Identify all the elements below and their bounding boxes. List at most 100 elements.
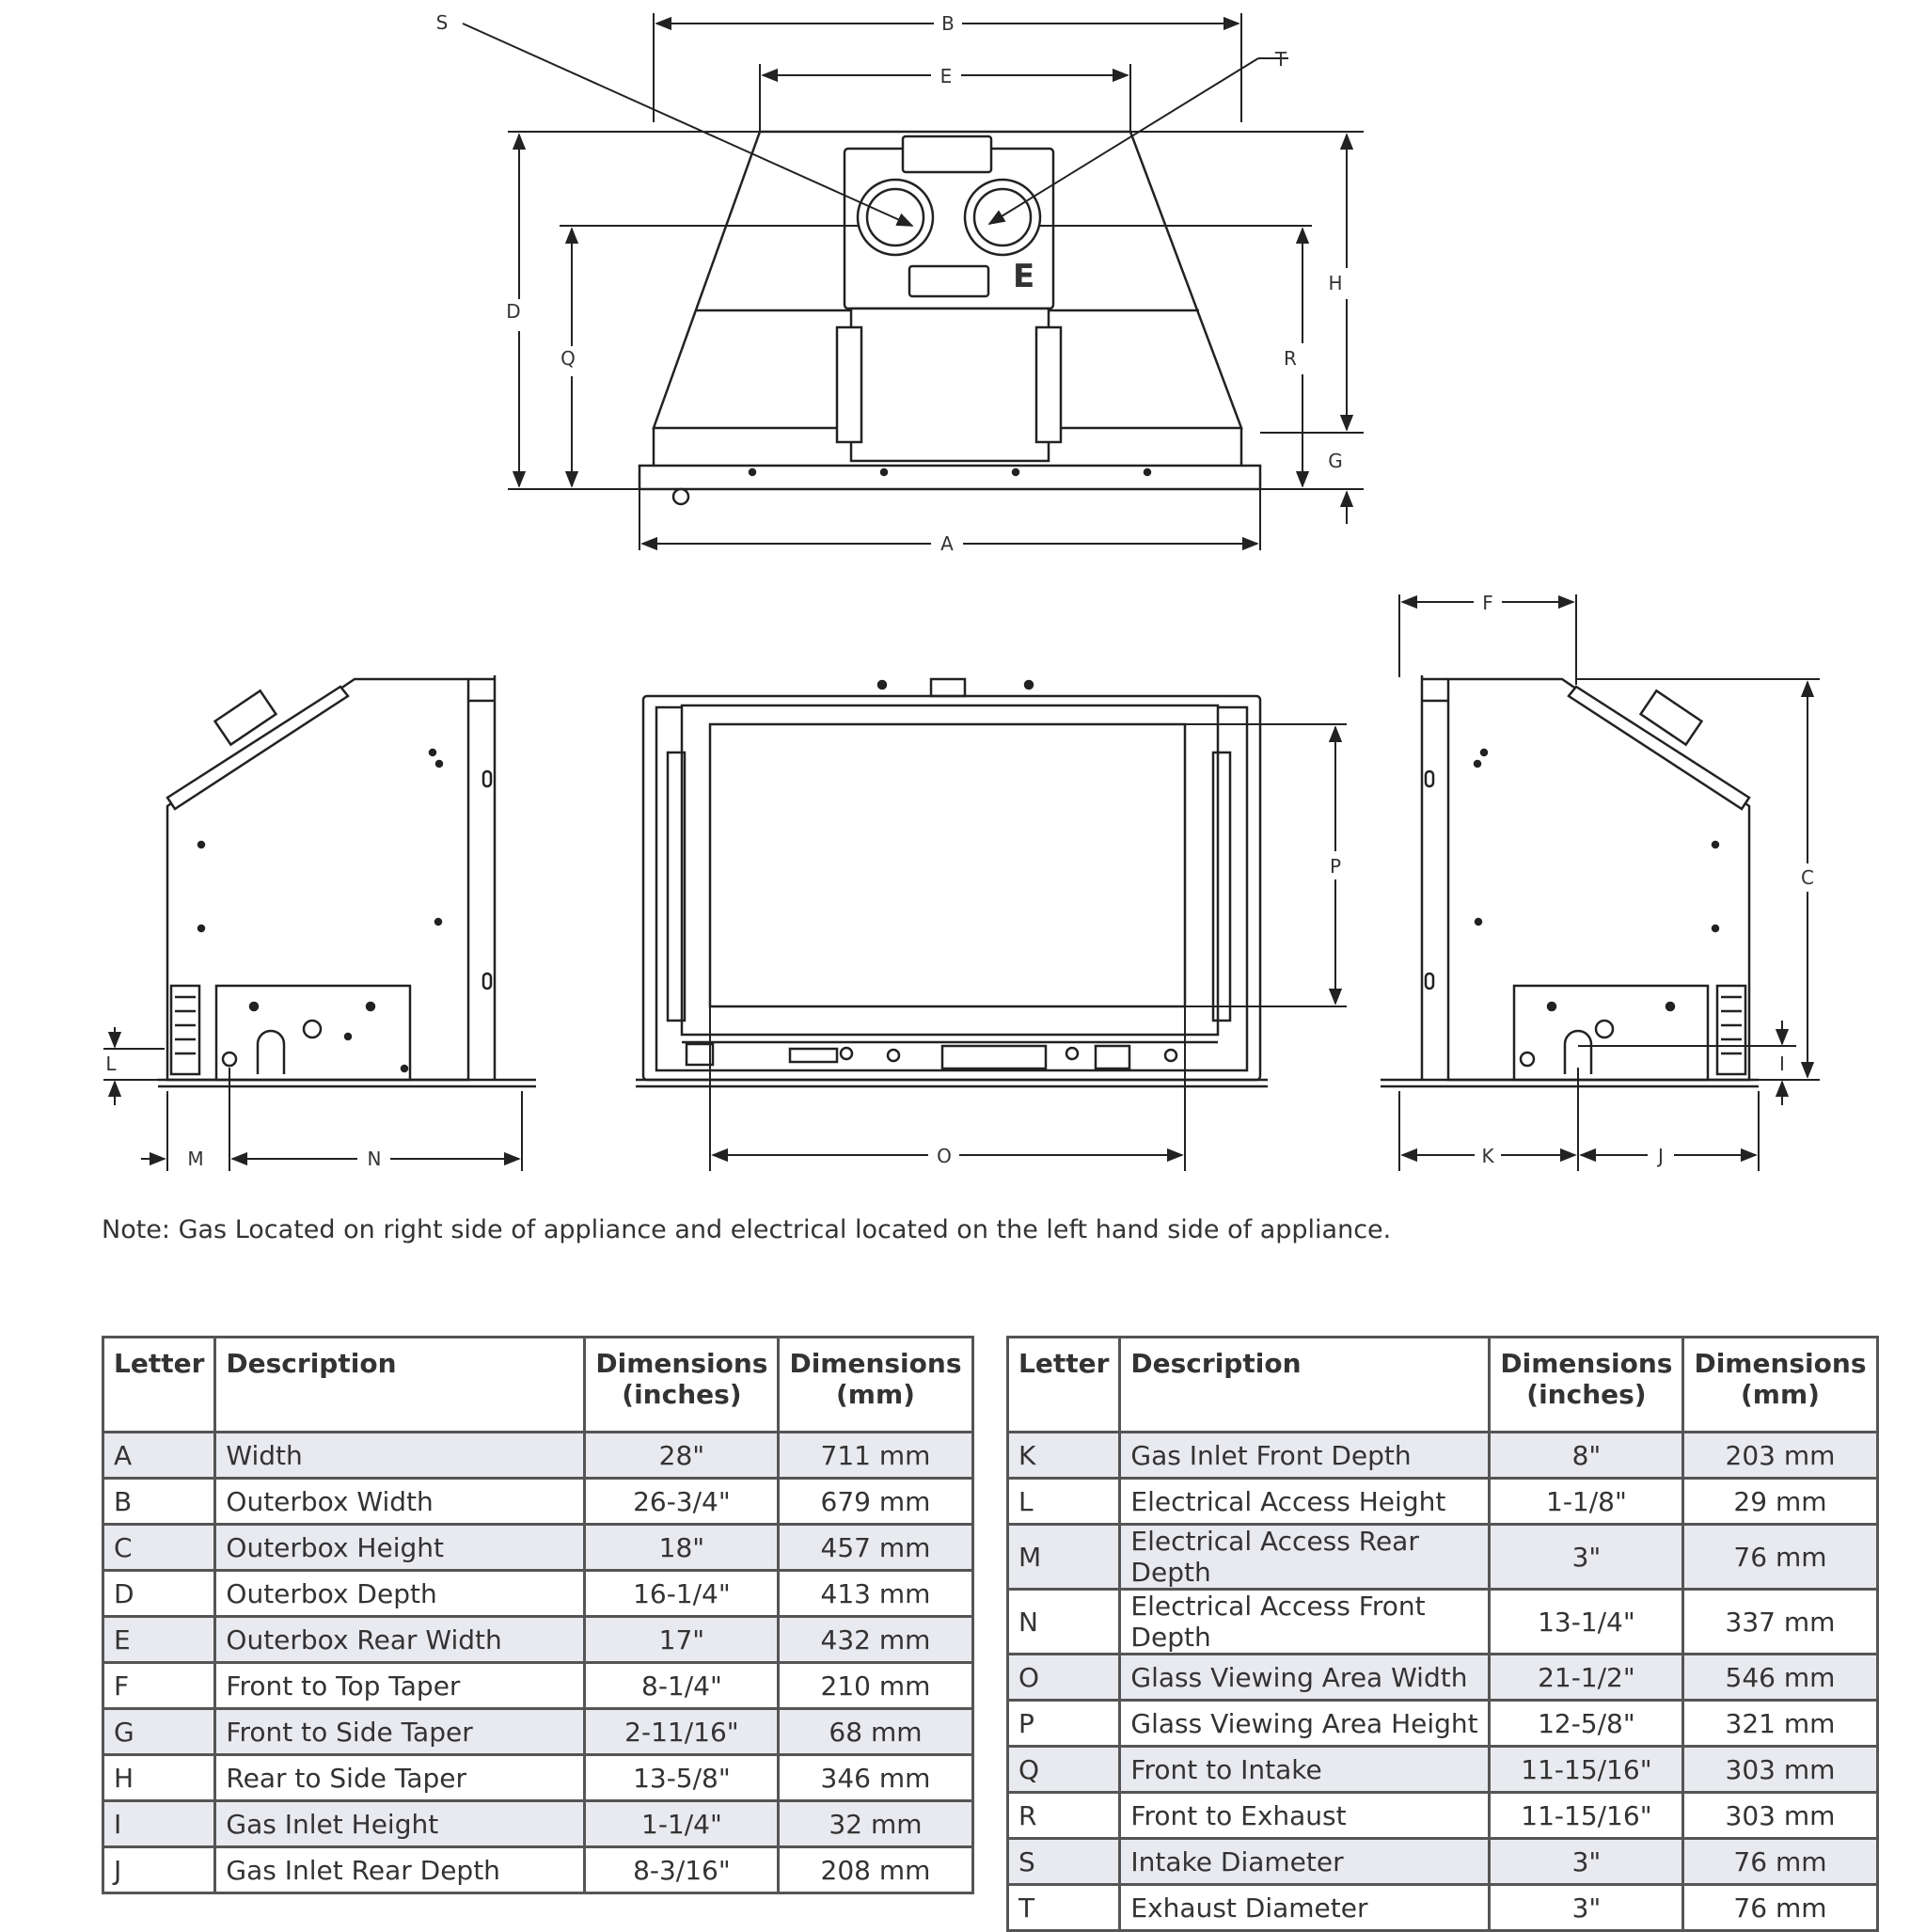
cell-letter: N: [1005, 1588, 1122, 1655]
cell-inches: 11-15/16": [1488, 1745, 1685, 1794]
cell-description: Outerbox Height: [213, 1523, 587, 1572]
cell-inches: 12-5/8": [1488, 1699, 1685, 1748]
cell-letter: L: [1005, 1477, 1122, 1526]
cell-letter: A: [101, 1431, 217, 1480]
cell-mm: 432 mm: [777, 1615, 974, 1664]
cell-inches: 3": [1488, 1883, 1685, 1932]
header-letter: Letter: [101, 1336, 217, 1433]
dim-label-d: D: [506, 300, 520, 323]
cell-description: Front to Top Taper: [213, 1661, 587, 1710]
cell-description: Width: [213, 1431, 587, 1480]
dim-label-e: E: [940, 65, 953, 87]
cell-mm: 337 mm: [1681, 1588, 1879, 1655]
installation-note: Note: Gas Located on right side of appli…: [102, 1215, 1392, 1244]
dim-label-o: O: [937, 1145, 952, 1167]
dim-label-c: C: [1801, 866, 1814, 889]
cell-inches: 18": [583, 1523, 781, 1572]
cell-description: Gas Inlet Rear Depth: [213, 1845, 587, 1894]
header-letter: Letter: [1005, 1336, 1122, 1433]
cell-letter: P: [1005, 1699, 1122, 1748]
cell-mm: 679 mm: [777, 1477, 974, 1526]
dim-label-l: L: [105, 1053, 117, 1075]
dim-label-a: A: [940, 532, 954, 555]
cell-inches: 8": [1488, 1431, 1685, 1480]
cell-mm: 303 mm: [1681, 1745, 1879, 1794]
cell-description: Rear to Side Taper: [213, 1753, 587, 1802]
cell-letter: D: [101, 1569, 217, 1618]
cell-description: Gas Inlet Height: [213, 1799, 587, 1848]
cell-mm: 210 mm: [777, 1661, 974, 1710]
cell-inches: 21-1/2": [1488, 1653, 1685, 1702]
top-view: [638, 130, 1262, 506]
cell-inches: 2-11/16": [583, 1707, 781, 1756]
cell-mm: 208 mm: [777, 1845, 974, 1894]
cell-description: Outerbox Width: [213, 1477, 587, 1526]
cell-letter: R: [1005, 1791, 1122, 1840]
cell-letter: O: [1005, 1653, 1122, 1702]
cell-inches: 8-1/4": [583, 1661, 781, 1710]
cell-inches: 16-1/4": [583, 1569, 781, 1618]
glass-viewing-area: [708, 722, 1187, 1008]
cell-mm: 32 mm: [777, 1799, 974, 1848]
dim-label-i: I: [1779, 1053, 1785, 1075]
cell-letter: M: [1005, 1523, 1122, 1591]
cell-description: Glass Viewing Area Height: [1118, 1699, 1492, 1748]
dim-label-h: H: [1328, 272, 1342, 294]
front-view: [636, 677, 1268, 1088]
cell-inches: 3": [1488, 1837, 1685, 1886]
cell-letter: E: [101, 1615, 217, 1664]
table-header-row: Letter Description Dimensions(inches) Di…: [1005, 1336, 1879, 1433]
cell-mm: 203 mm: [1681, 1431, 1879, 1480]
dim-label-t: T: [1274, 48, 1287, 71]
dimensions-table-left: Letter Description Dimensions(inches) Di…: [101, 1336, 974, 1894]
table-header-row: Letter Description Dimensions(inches) Di…: [101, 1336, 974, 1433]
header-description: Description: [213, 1336, 587, 1433]
cell-inches: 28": [583, 1431, 781, 1480]
cell-mm: 413 mm: [777, 1569, 974, 1618]
left-side-view: [158, 675, 536, 1088]
cell-description: Outerbox Depth: [213, 1569, 587, 1618]
cell-description: Electrical Access Height: [1118, 1477, 1492, 1526]
cell-description: Gas Inlet Front Depth: [1118, 1431, 1492, 1480]
dim-label-m: M: [187, 1148, 203, 1170]
dim-label-s: S: [436, 11, 449, 34]
base-plate: [638, 464, 1262, 491]
cell-description: Front to Side Taper: [213, 1707, 587, 1756]
cell-description: Exhaust Diameter: [1118, 1883, 1492, 1932]
cell-inches: 1-1/8": [1488, 1477, 1685, 1526]
cell-inches: 13-1/4": [1488, 1588, 1685, 1655]
cell-description: Electrical Access Front Depth: [1118, 1588, 1492, 1655]
dimension-diagram: E: [103, 11, 1820, 1171]
cell-mm: 711 mm: [777, 1431, 974, 1480]
cell-inches: 26-3/4": [583, 1477, 781, 1526]
cell-letter: T: [1005, 1883, 1122, 1932]
cell-letter: F: [101, 1661, 217, 1710]
cell-description: Intake Diameter: [1118, 1837, 1492, 1886]
right-side-view: [1381, 675, 1759, 1088]
dim-label-r: R: [1284, 347, 1297, 370]
cell-inches: 8-3/16": [583, 1845, 781, 1894]
dimensions-table-right: Letter Description Dimensions(inches) Di…: [1005, 1336, 1879, 1932]
dim-label-q: Q: [560, 347, 576, 370]
cell-inches: 13-5/8": [583, 1753, 781, 1802]
cell-mm: 457 mm: [777, 1523, 974, 1572]
outlet-mark: E: [1013, 258, 1034, 295]
cell-mm: 546 mm: [1681, 1653, 1879, 1702]
exhaust-collar: [963, 178, 1042, 257]
dim-label-n: N: [368, 1148, 382, 1170]
